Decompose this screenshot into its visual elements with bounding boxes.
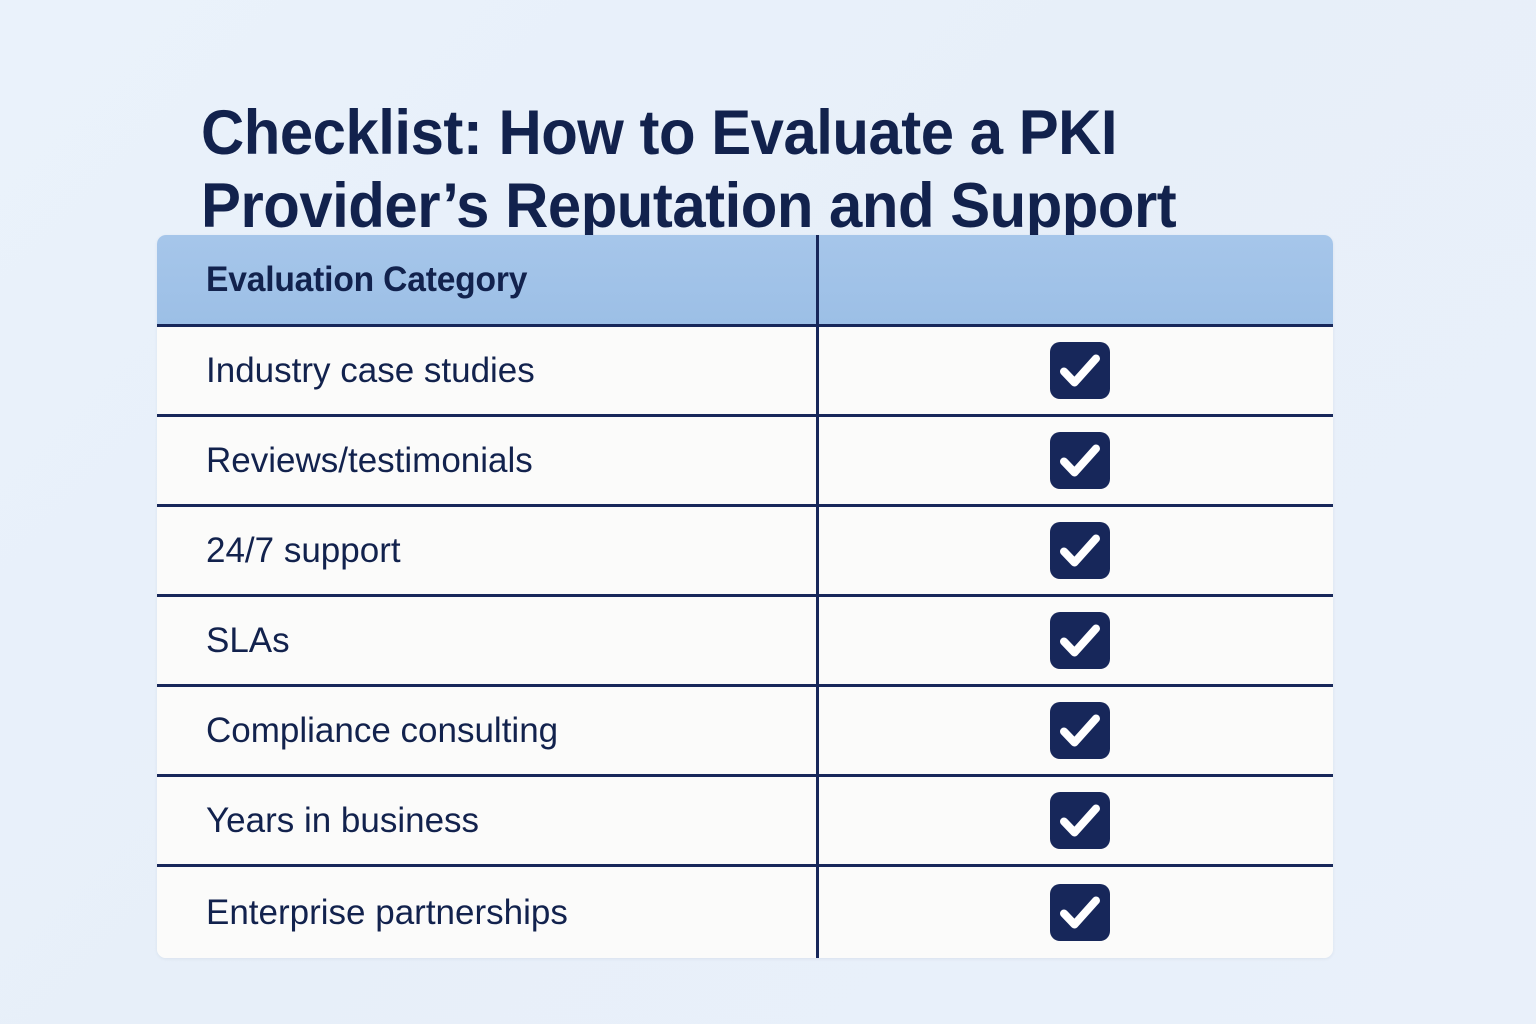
table-row: Reviews/testimonials (157, 417, 1333, 507)
table-cell-checkbox[interactable] (816, 687, 1333, 774)
table-cell-category: SLAs (157, 597, 816, 684)
checkbox-wrapper (1050, 702, 1110, 759)
column-header-label-category: Evaluation Category (206, 259, 528, 299)
table-cell-category: Compliance consulting (157, 687, 816, 774)
checkbox-checked[interactable] (1050, 432, 1110, 489)
category-label: Years in business (206, 800, 480, 840)
checkbox-checked[interactable] (1050, 792, 1110, 849)
table-header-cell-category: Evaluation Category (157, 235, 816, 324)
table-cell-category: Enterprise partnerships (157, 867, 816, 958)
category-label: SLAs (206, 620, 290, 660)
table-cell-category: Industry case studies (157, 327, 816, 414)
category-label: 24/7 support (206, 530, 401, 570)
checkbox-checked[interactable] (1050, 342, 1110, 399)
category-label: Reviews/testimonials (206, 440, 533, 480)
checkbox-wrapper (1050, 612, 1110, 669)
checklist-table: Evaluation Category Industry case studie… (157, 235, 1333, 958)
table-row: Years in business (157, 777, 1333, 867)
check-mark-icon (1060, 444, 1100, 477)
category-label: Compliance consulting (206, 710, 559, 750)
checkbox-wrapper (1050, 884, 1110, 941)
table-cell-checkbox[interactable] (816, 507, 1333, 594)
check-mark-icon (1060, 534, 1100, 567)
table-cell-category: Reviews/testimonials (157, 417, 816, 504)
table-row: 24/7 support (157, 507, 1333, 597)
category-label: Enterprise partnerships (206, 892, 568, 932)
table-row: Industry case studies (157, 327, 1333, 417)
check-mark-icon (1060, 896, 1100, 929)
checkbox-checked[interactable] (1050, 884, 1110, 941)
checkbox-wrapper (1050, 792, 1110, 849)
table-cell-checkbox[interactable] (816, 867, 1333, 958)
table-row: Compliance consulting (157, 687, 1333, 777)
table-row: SLAs (157, 597, 1333, 687)
check-mark-icon (1060, 714, 1100, 747)
checkbox-checked[interactable] (1050, 612, 1110, 669)
table-cell-category: 24/7 support (157, 507, 816, 594)
checkbox-checked[interactable] (1050, 702, 1110, 759)
table-header-row: Evaluation Category (157, 235, 1333, 327)
table-cell-checkbox[interactable] (816, 597, 1333, 684)
table-cell-checkbox[interactable] (816, 327, 1333, 414)
checkbox-checked[interactable] (1050, 522, 1110, 579)
checkbox-wrapper (1050, 342, 1110, 399)
check-mark-icon (1060, 804, 1100, 837)
category-label: Industry case studies (206, 350, 535, 390)
check-mark-icon (1060, 624, 1100, 657)
page-title: Checklist: How to Evaluate a PKI Provide… (201, 98, 1177, 242)
table-header-cell-status (816, 235, 1333, 324)
table-body: Industry case studies Reviews/testimonia… (157, 327, 1333, 958)
table-row: Enterprise partnerships (157, 867, 1333, 958)
table-cell-category: Years in business (157, 777, 816, 864)
table-cell-checkbox[interactable] (816, 777, 1333, 864)
checkbox-wrapper (1050, 522, 1110, 579)
table-cell-checkbox[interactable] (816, 417, 1333, 504)
check-mark-icon (1060, 354, 1100, 387)
checkbox-wrapper (1050, 432, 1110, 489)
